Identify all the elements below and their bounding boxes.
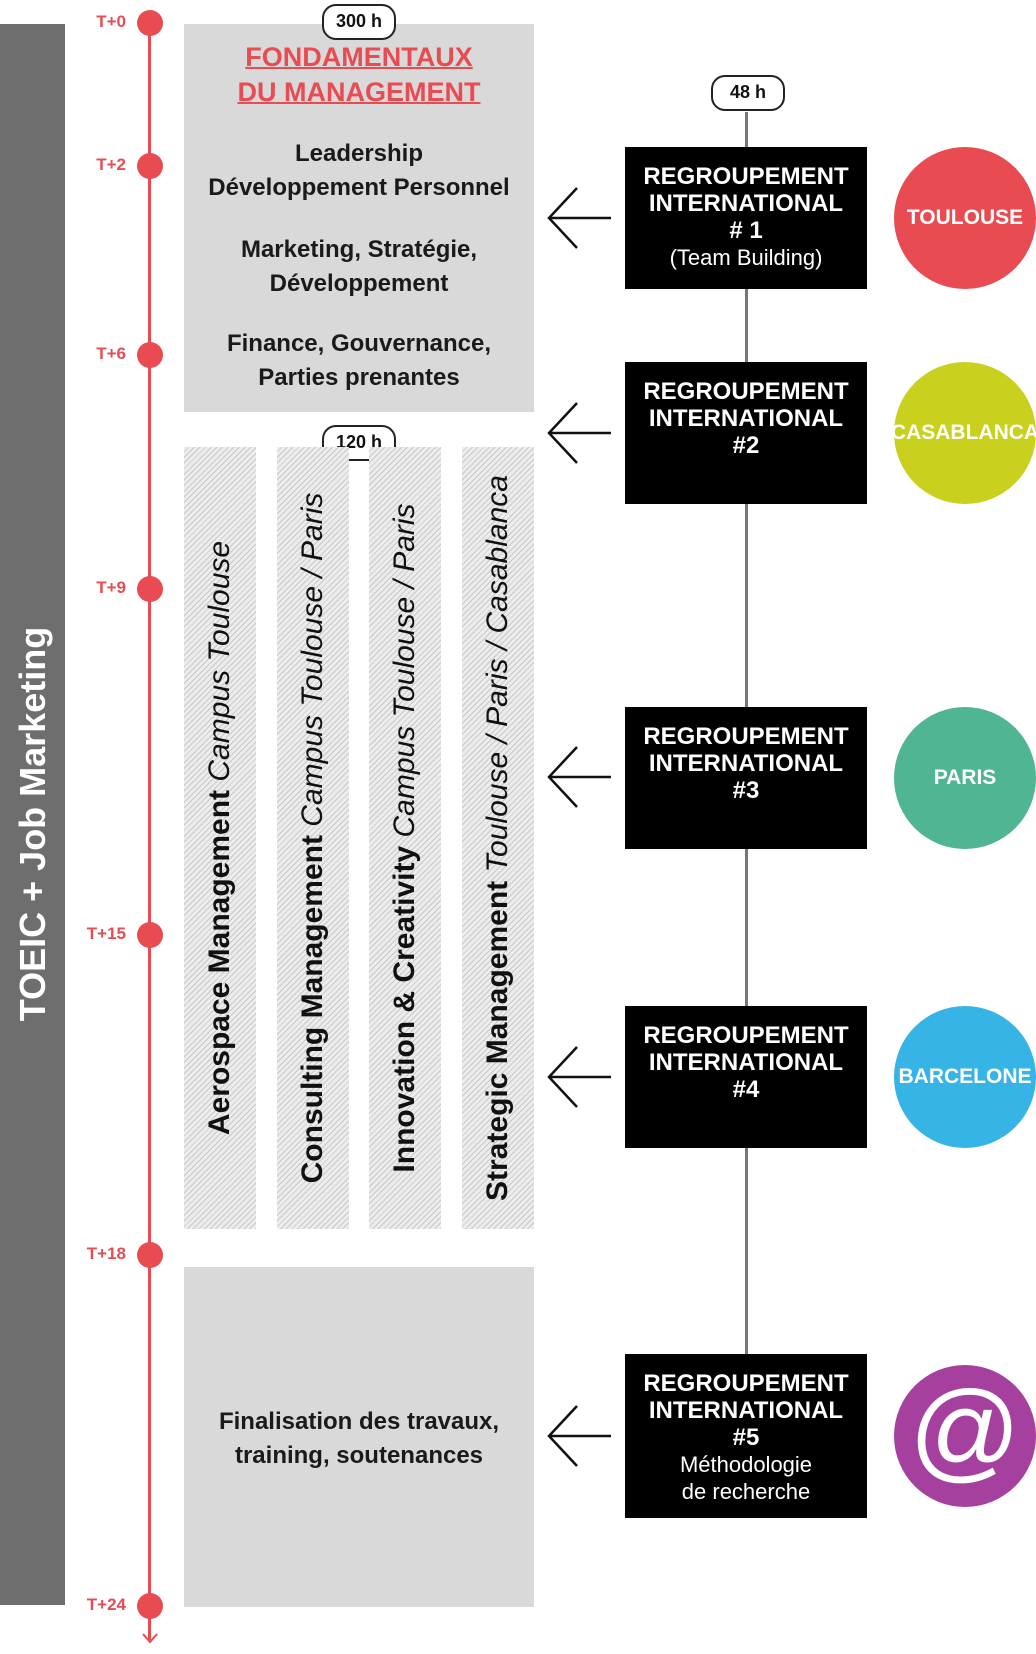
regroupement-box: REGROUPEMENT INTERNATIONAL #2 — [625, 362, 867, 504]
timeline-label: T+9 — [96, 578, 126, 597]
specialisation-campus: Campus Toulouse — [203, 540, 236, 782]
specialisation-label: Aerospace Management Campus Toulouse — [203, 541, 237, 1135]
regroupement-number: #3 — [732, 777, 760, 804]
online-circle: @ — [894, 1365, 1036, 1507]
city-label: TOULOUSE — [906, 206, 1024, 229]
specialisation-program: Aerospace Management — [203, 789, 236, 1136]
regroupement-subtitle: (Team Building) — [669, 245, 823, 270]
timeline-dot — [137, 576, 163, 602]
finalisation-line: Finalisation des travaux, — [218, 1408, 500, 1435]
regroupement-box: REGROUPEMENT INTERNATIONAL #5 Méthodolog… — [625, 1354, 867, 1518]
city-circle-toulouse: TOULOUSE — [894, 147, 1036, 289]
item-line: Parties prenantes — [258, 364, 460, 391]
specialisation-campus: Toulouse / Paris / Casablanca — [481, 475, 514, 873]
timeline-dot — [137, 1242, 163, 1268]
city-label: BARCELONE — [898, 1065, 1032, 1088]
city-label: PARIS — [933, 766, 997, 789]
timeline-dot — [137, 153, 163, 179]
item-line: Développement — [269, 270, 449, 297]
specialisation-column: Strategic Management Toulouse / Paris / … — [462, 447, 534, 1229]
timeline-dot — [137, 1593, 163, 1619]
specialisation-program: Consulting Management — [296, 835, 329, 1184]
regroupement-subtitle: Méthodologie — [679, 1452, 813, 1477]
regroupement-title: REGROUPEMENT INTERNATIONAL #4 — [625, 1006, 867, 1103]
regroupement-line2: INTERNATIONAL — [648, 1397, 844, 1424]
regroupement-box: REGROUPEMENT INTERNATIONAL #4 — [625, 1006, 867, 1148]
regroupement-line1: REGROUPEMENT — [643, 1370, 849, 1397]
regroupement-number: #2 — [732, 432, 760, 459]
side-bar-label: TOEIC + Job Marketing — [12, 626, 53, 1022]
item-line: Finance, Gouvernance, — [226, 330, 492, 357]
fondamentaux-box — [184, 24, 534, 412]
timeline-dot — [137, 342, 163, 368]
regroupement-line2: INTERNATIONAL — [648, 405, 844, 432]
finalisation-box — [184, 1267, 534, 1607]
fondamentaux-item-marketing: Marketing, Stratégie, Développement — [184, 233, 534, 301]
specialisation-campus: Campus Toulouse / Paris — [388, 503, 421, 838]
regroupement-line1: REGROUPEMENT — [643, 723, 849, 750]
city-circle-casablanca: CASABLANCA — [890, 362, 1036, 504]
city-circle-paris: PARIS — [894, 707, 1036, 849]
regroupement-hours-badge: 48 h — [711, 75, 785, 111]
regroupement-box: REGROUPEMENT INTERNATIONAL # 1 (Team Bui… — [625, 147, 867, 289]
regroupement-title: REGROUPEMENT INTERNATIONAL #3 — [625, 707, 867, 804]
fondamentaux-hours-badge: 300 h — [322, 4, 396, 40]
regroupement-number: #4 — [732, 1076, 760, 1103]
specialisation-campus: Campus Toulouse / Paris — [296, 492, 329, 827]
regroupement-line2: INTERNATIONAL — [648, 750, 844, 777]
specialisation-program: Strategic Management — [481, 880, 514, 1201]
regroupement-title: REGROUPEMENT INTERNATIONAL #2 — [625, 362, 867, 459]
specialisation-program: Innovation & Creativity — [388, 845, 421, 1173]
regroupement-line2: INTERNATIONAL — [648, 1049, 844, 1076]
arrow-left-icon — [547, 187, 611, 249]
timeline-label: T+6 — [96, 344, 126, 363]
specialisation-label: Consulting Management Campus Toulouse / … — [296, 493, 330, 1184]
fondamentaux-title-line2: DU MANAGEMENT — [237, 77, 481, 107]
timeline-label: T+24 — [86, 1595, 126, 1614]
regroupement-number: #5 — [732, 1424, 760, 1451]
arrow-left-icon — [547, 746, 611, 808]
timeline-arrow-icon — [142, 1633, 158, 1644]
finalisation-line: training, soutenances — [234, 1442, 484, 1469]
item-line: Développement Personnel — [208, 174, 510, 201]
specialisation-label: Strategic Management Toulouse / Paris / … — [481, 475, 515, 1201]
item-line: Leadership — [294, 140, 424, 167]
timeline-label: T+18 — [86, 1244, 126, 1263]
city-label: CASABLANCA — [890, 421, 1036, 444]
regroupement-line1: REGROUPEMENT — [643, 1022, 849, 1049]
specialisation-column: Innovation & Creativity Campus Toulouse … — [369, 447, 441, 1229]
arrow-left-icon — [547, 1046, 611, 1108]
regroupement-title: REGROUPEMENT INTERNATIONAL # 1 — [625, 147, 867, 244]
timeline-label: T+2 — [96, 155, 126, 174]
side-bar: TOEIC + Job Marketing — [0, 24, 65, 1605]
fondamentaux-item-leadership: Leadership Développement Personnel — [184, 137, 534, 205]
specialisation-column: Aerospace Management Campus Toulouse — [184, 447, 256, 1229]
arrow-left-icon — [547, 402, 611, 464]
at-sign-icon: @ — [909, 1369, 1021, 1492]
specialisation-label: Innovation & Creativity Campus Toulouse … — [388, 503, 422, 1172]
regroupement-box: REGROUPEMENT INTERNATIONAL #3 — [625, 707, 867, 849]
finalisation-text: Finalisation des travaux, training, sout… — [184, 1405, 534, 1473]
city-circle-barcelone: BARCELONE — [894, 1006, 1036, 1148]
timeline-line — [148, 20, 151, 1640]
regroupement-line2: INTERNATIONAL — [648, 190, 844, 217]
specialisation-column: Consulting Management Campus Toulouse / … — [277, 447, 349, 1229]
timeline-dot — [137, 922, 163, 948]
timeline-label: T+15 — [86, 924, 126, 943]
regroupement-line1: REGROUPEMENT — [643, 378, 849, 405]
timeline-label: T+0 — [96, 12, 126, 31]
arrow-left-icon — [547, 1405, 611, 1467]
regroupement-title: REGROUPEMENT INTERNATIONAL #5 — [625, 1354, 867, 1451]
fondamentaux-title: FONDAMENTAUX DU MANAGEMENT — [184, 40, 534, 110]
regroupement-number: # 1 — [729, 217, 763, 244]
item-line: Marketing, Stratégie, — [240, 236, 478, 263]
regroupement-line1: REGROUPEMENT — [643, 163, 849, 190]
timeline-dot — [137, 10, 163, 36]
regroupement-subtitle: de recherche — [681, 1479, 811, 1504]
fondamentaux-item-finance: Finance, Gouvernance, Parties prenantes — [184, 327, 534, 395]
fondamentaux-title-line1: FONDAMENTAUX — [245, 42, 473, 72]
